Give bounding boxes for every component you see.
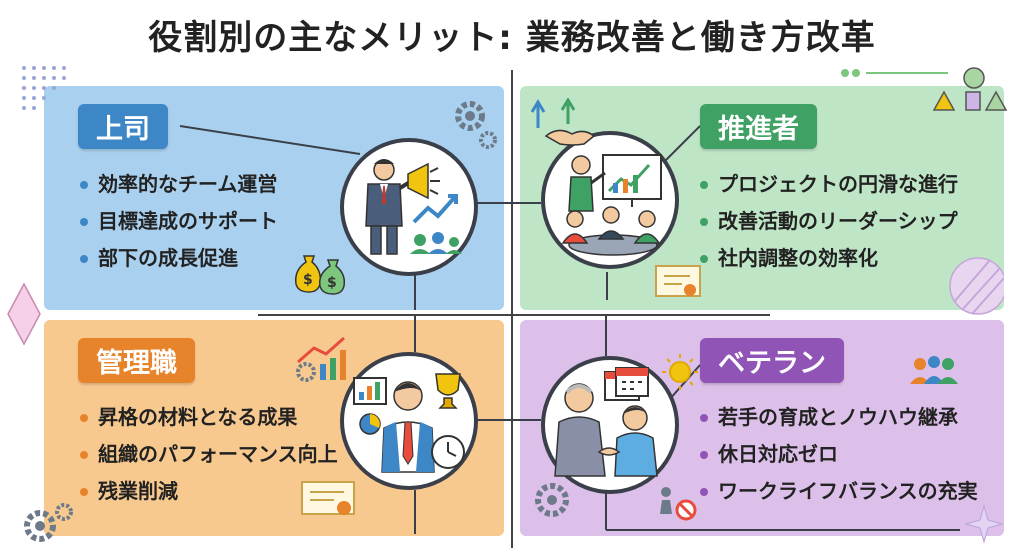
no-overtime-icon xyxy=(660,487,697,521)
svg-text:$: $ xyxy=(303,272,313,288)
list-item: 部下の成長促進 xyxy=(80,240,278,277)
list-item: 昇格の材料となる成果 xyxy=(80,399,338,436)
role-badge-manager: 管理職 xyxy=(78,338,195,383)
veteran-illustration xyxy=(541,356,679,494)
sparkle-decoration xyxy=(964,504,1004,544)
benefit-list-veteran: 若手の育成とノウハウ継承 休日対応ゼロ ワークライフバランスの充実 xyxy=(700,399,978,510)
meeting-presentation-icon xyxy=(561,154,662,256)
presenter-with-megaphone-icon xyxy=(365,159,462,255)
list-item: 社内調整の効率化 xyxy=(700,240,958,277)
team-icon xyxy=(910,356,958,384)
shapes-decoration-icon xyxy=(932,67,1008,111)
growth-chart-icon xyxy=(296,336,346,382)
role-badge-veteran: ベテラン xyxy=(700,338,844,383)
gear-icon xyxy=(535,483,569,517)
page-title: 役割別の主なメリット: 業務改善と働き方改革 xyxy=(148,18,876,58)
role-badge-boss: 上司 xyxy=(78,104,168,149)
list-item: ワークライフバランスの充実 xyxy=(700,473,978,510)
handshake-icon xyxy=(530,98,596,146)
benefit-list-promoter: プロジェクトの円滑な進行 改善活動のリーダーシップ 社内調整の効率化 xyxy=(700,166,958,277)
list-item: 改善活動のリーダーシップ xyxy=(700,203,958,240)
promoter-illustration xyxy=(541,131,679,269)
list-item: 効率的なチーム運営 xyxy=(80,166,278,203)
sun-icon xyxy=(662,354,698,390)
list-item: 組織のパフォーマンス向上 xyxy=(80,436,338,473)
list-item: 若手の育成とノウハウ継承 xyxy=(700,399,978,436)
diamond-decoration xyxy=(7,282,41,346)
list-item: 休日対応ゼロ xyxy=(700,436,978,473)
money-bag-icon: $ $ xyxy=(294,255,346,295)
decorative-line xyxy=(841,69,948,77)
manager-illustration xyxy=(340,352,478,490)
hatched-circle-decoration xyxy=(949,257,1004,315)
dot-pattern-decoration xyxy=(22,66,66,110)
certificate-icon xyxy=(301,481,355,515)
boss-illustration xyxy=(340,138,478,276)
certificate-icon xyxy=(655,265,701,297)
benefit-list-manager: 昇格の材料となる成果 組織のパフォーマンス向上 残業削減 xyxy=(80,399,338,510)
benefit-list-boss: 効率的なチーム運営 目標達成のサポート 部下の成長促進 xyxy=(80,166,278,277)
list-item: プロジェクトの円滑な進行 xyxy=(700,166,958,203)
gear-icon xyxy=(24,503,73,542)
list-item: 目標達成のサポート xyxy=(80,203,278,240)
svg-text:$: $ xyxy=(327,275,337,291)
manager-with-trophy-icon xyxy=(353,373,465,473)
role-badge-promoter: 推進者 xyxy=(700,104,817,149)
calendar-icon xyxy=(615,367,649,397)
gear-icon xyxy=(455,101,497,149)
list-item: 残業削減 xyxy=(80,473,338,510)
